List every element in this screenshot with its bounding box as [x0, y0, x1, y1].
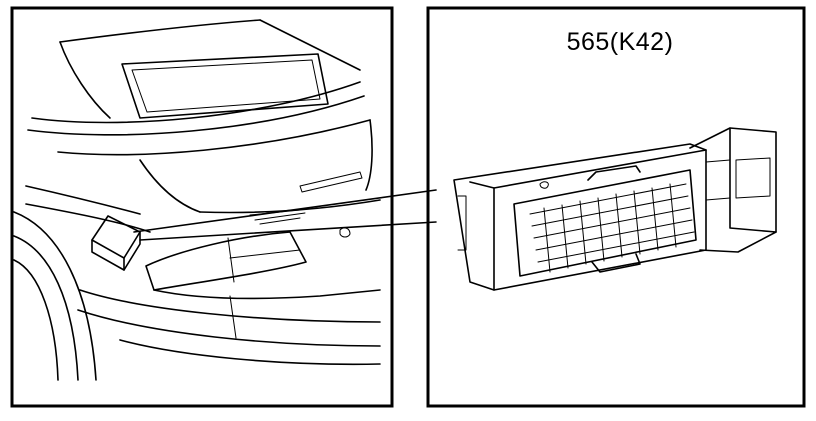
- leader-line-lower: [139, 221, 437, 241]
- boot-rear-edge: [365, 119, 373, 191]
- connector-housing-top: [493, 149, 707, 189]
- bumper-skirt: [119, 339, 381, 366]
- body-line-upper: [25, 185, 141, 215]
- lock-keyhole: [339, 227, 351, 238]
- bumper-seam: [229, 295, 237, 339]
- control-unit-front: [91, 239, 125, 271]
- bumper-bottom: [77, 309, 381, 347]
- rear-window: [121, 53, 329, 119]
- roof-edge: [59, 19, 261, 43]
- leader-hatch-1: [249, 209, 301, 216]
- boot-lid-edge: [57, 119, 371, 156]
- connector-side-latch: [457, 195, 467, 251]
- connector-top-latch: [587, 165, 641, 181]
- bumper-top: [79, 289, 381, 323]
- leader-hatch-2: [254, 212, 306, 221]
- wheel-tire-inner: [13, 259, 59, 381]
- leader-hatch-3: [259, 217, 301, 225]
- wheel-arch: [13, 211, 97, 381]
- right-panel-frame: [426, 6, 806, 408]
- roof-side: [59, 41, 111, 119]
- connector-bottom-latch: [591, 253, 641, 273]
- boot-lid-side: [139, 159, 201, 213]
- connector-pin-grid: [529, 183, 695, 273]
- tail-light-divider: [227, 237, 235, 283]
- connector-housing: [453, 143, 707, 291]
- wheel-tire-outer: [13, 235, 79, 381]
- top-cover-lip-lower: [27, 95, 365, 136]
- car-rear-illustration: [13, 19, 381, 381]
- top-cover-lip: [31, 81, 361, 124]
- tail-light: [145, 231, 307, 291]
- roof-rear-edge: [259, 19, 361, 71]
- boot-trim-strip: [299, 171, 363, 193]
- connector-pin-face: [513, 169, 697, 277]
- left-panel-frame: [10, 6, 394, 408]
- tail-light-segment: [229, 249, 301, 259]
- connector-rails: [705, 159, 731, 201]
- connector-housing-edge: [469, 181, 495, 291]
- connector-rear-window: [735, 157, 771, 199]
- connector-detail: [453, 127, 777, 291]
- connector-rear-edge: [729, 127, 777, 233]
- connector-rear-housing: [689, 127, 777, 253]
- body-line-mid: [25, 203, 151, 233]
- rear-window-inner: [131, 59, 321, 113]
- control-unit-side: [123, 231, 141, 271]
- connector-label: 565(K42): [566, 28, 674, 56]
- rear-panel-line: [153, 289, 381, 300]
- connector-screw: [539, 181, 549, 189]
- leader-lines: [133, 189, 437, 241]
